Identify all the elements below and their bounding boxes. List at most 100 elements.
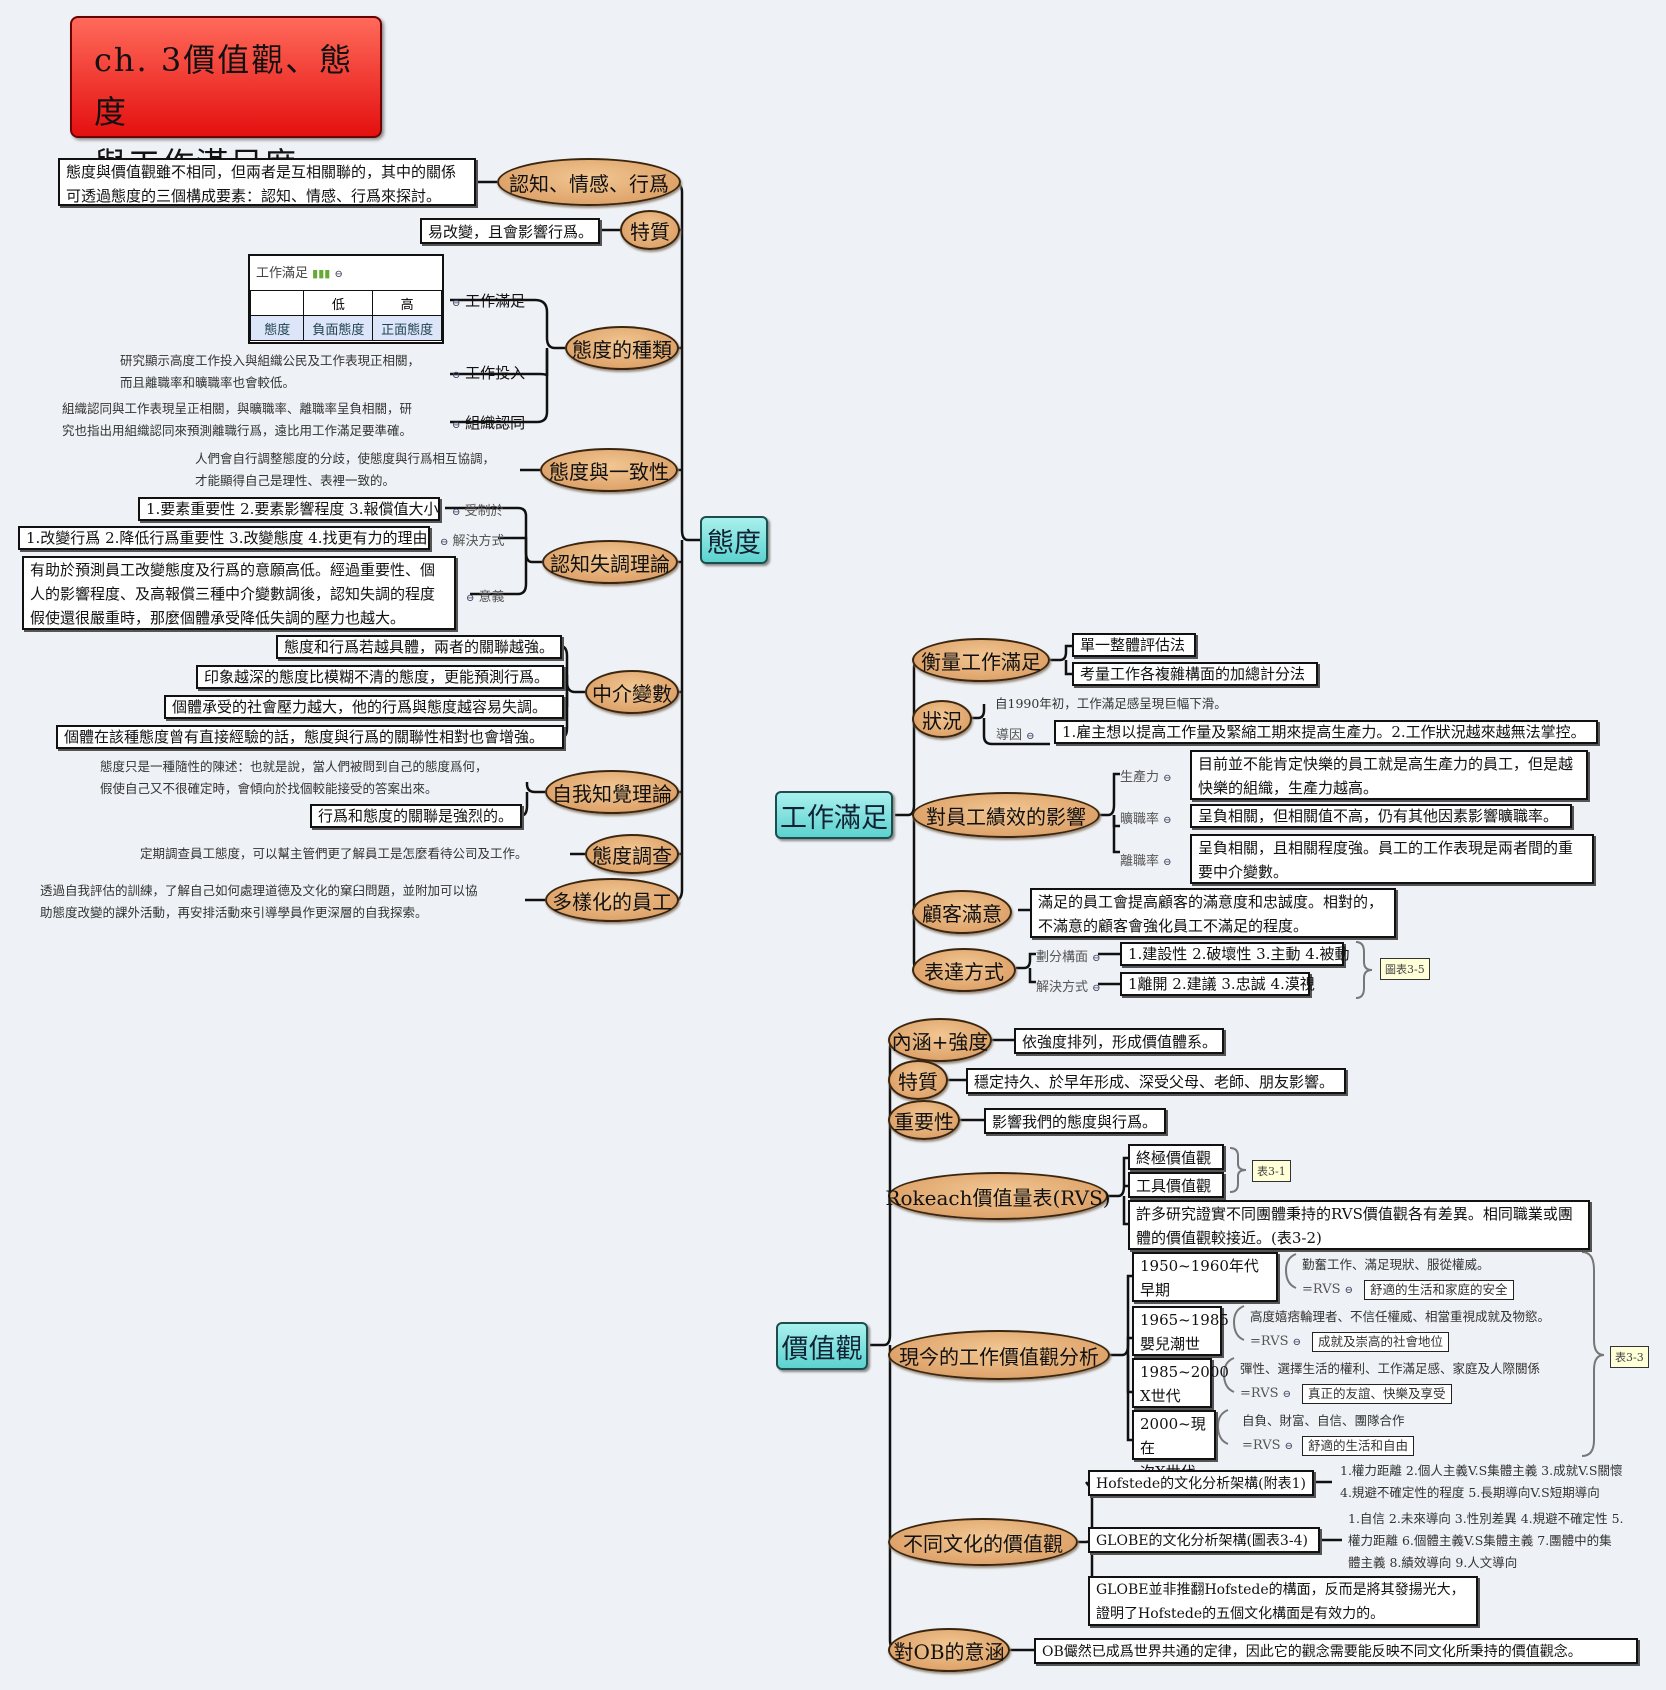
collapse-icon[interactable]: ⊖ [466, 593, 475, 604]
mediator-2: 印象越深的態度比模糊不清的態度，更能預測行爲。 [196, 665, 564, 689]
label-meaning-text: 意義 [478, 590, 505, 605]
label-job-involvement[interactable]: ⊖ 工作投入 [452, 362, 525, 383]
absence-text: 呈負相關，但相關值不高，仍有其他因素影響曠職率。 [1190, 804, 1572, 828]
label-meaning[interactable]: ⊖ 意義 [466, 586, 505, 605]
g2-rvs: 成就及崇高的社會地位 [1312, 1332, 1450, 1352]
productivity-line2: 快樂的組織，生產力越高。 [1198, 779, 1379, 797]
label-cause[interactable]: 導因 ⊖ [996, 724, 1035, 743]
node-status[interactable]: 狀況 [912, 700, 972, 738]
table-col-high: 高 [372, 290, 442, 316]
node-attitude-types[interactable]: 態度的種類 [565, 326, 679, 370]
collapse-icon[interactable]: ⊖ [1282, 1389, 1292, 1400]
tag-table-3-1[interactable]: 表3-1 [1252, 1160, 1291, 1182]
collapse-icon[interactable]: ⊖ [1163, 815, 1172, 826]
label-controlled[interactable]: ⊖ 受制於 [452, 500, 504, 519]
diversity-note-line2: 助態度改變的課外活動，再安排活動來引導學員作更深層的自我探索。 [40, 905, 428, 920]
cognition-text-line2: 可透過態度的三個構成要素：認知、情感、行爲來探討。 [66, 187, 442, 205]
collapse-icon[interactable]: ⊖ [440, 537, 449, 548]
table-row-label: 態度 [249, 315, 305, 341]
node-attitude-trait[interactable]: 特質 [620, 210, 680, 250]
involvement-note-line1: 研究顯示高度工作投入與組織公民及工作表現正相關， [120, 353, 421, 368]
g1-line1: 1950~1960年代早期 [1140, 1257, 1259, 1299]
collapse-icon[interactable]: ⊖ [452, 370, 461, 381]
globe-note-line2: 權力距離 6.個體主義V.S集體主義 7.團體中的集 [1348, 1533, 1612, 1548]
commitment-note-line2: 究也指出用組織認同來預測離職行爲，遠比用工作滿足要準確。 [62, 423, 413, 438]
node-intensity[interactable]: 內涵+強度 [888, 1018, 992, 1062]
consistency-note: 人們會自行調整態度的分歧，使態度與行爲相互協調， 才能顯得自己是理性、表裡一致的… [195, 448, 495, 492]
node-consistency[interactable]: 態度與一致性 [540, 448, 678, 492]
label-productivity[interactable]: 生產力 ⊖ [1120, 766, 1172, 785]
collapse-icon[interactable]: ⊖ [1344, 1285, 1354, 1296]
g1-rvs-label[interactable]: =RVS ⊖ [1302, 1282, 1353, 1297]
collapse-icon[interactable]: ⊖ [1292, 1337, 1302, 1348]
node-values-trait[interactable]: 特質 [888, 1060, 948, 1100]
g3-note: 彈性、選擇生活的權利、工作滿足感、家庭及人際關係 [1240, 1361, 1541, 1376]
g4-note: 自負、財富、自信、團隊合作 [1242, 1413, 1405, 1428]
productivity-line1: 目前並不能肯定快樂的員工就是高生產力的員工，但是越 [1198, 755, 1574, 773]
globe-framework: GLOBE的文化分析架構(圖表3-4) [1088, 1527, 1320, 1553]
label-turnover[interactable]: 離職率 ⊖ [1120, 850, 1172, 869]
label-dimension[interactable]: 劃分構面 ⊖ [1036, 946, 1101, 965]
node-dissonance[interactable]: 認知失調理論 [542, 540, 678, 584]
root-attitude[interactable]: 態度 [700, 516, 768, 564]
node-cognition[interactable]: 認知、情感、行爲 [497, 158, 681, 206]
root-job-satisfaction[interactable]: 工作滿足 [775, 791, 893, 839]
node-rokeach[interactable]: Rokeach價值量表(RVS) [885, 1172, 1111, 1220]
label-absence[interactable]: 曠職率 ⊖ [1120, 808, 1172, 827]
g2-rvs-text: =RVS [1250, 1334, 1289, 1349]
globe-text-line2: 證明了Hofstede的五個文化構面是有效力的。 [1096, 1606, 1385, 1622]
g2-rvs-label[interactable]: =RVS ⊖ [1250, 1334, 1301, 1349]
involvement-note-line2: 而且離職率和曠職率也會較低。 [120, 375, 296, 390]
collapse-icon[interactable]: ⊖ [452, 507, 461, 518]
collapse-icon[interactable]: ⊖ [334, 269, 343, 280]
globe-note-line1: 1.自信 2.未來導向 3.性別差異 4.規避不確定性 5. [1348, 1511, 1624, 1526]
node-culture[interactable]: 不同文化的價值觀 [888, 1518, 1078, 1566]
label-resolve-text: 解決方式 [1036, 980, 1089, 995]
table-row: 低高 [249, 290, 442, 316]
collapse-icon[interactable]: ⊖ [1026, 731, 1035, 742]
generation-boomers: 1965~1985 嬰兒潮世代 [1132, 1306, 1229, 1377]
collapse-icon[interactable]: ⊖ [1092, 983, 1101, 994]
tag-table-3-3[interactable]: 表3-3 [1610, 1346, 1649, 1368]
mediator-3: 個體承受的社會壓力越大，他的行爲與態度越容易失調。 [164, 695, 564, 719]
label-org-commitment[interactable]: ⊖ 組織認同 [452, 412, 525, 433]
collapse-icon[interactable]: ⊖ [1163, 773, 1172, 784]
table-row: 態度負面態度正面態度 [249, 315, 442, 341]
collapse-icon[interactable]: ⊖ [452, 298, 461, 309]
label-resolve[interactable]: 解決方式 ⊖ [1036, 976, 1101, 995]
collapse-icon[interactable]: ⊖ [452, 420, 461, 431]
label-solution[interactable]: ⊖ 解決方式 [440, 530, 505, 549]
terminal-values: 終極價值觀 [1128, 1144, 1224, 1170]
collapse-icon[interactable]: ⊖ [1163, 857, 1172, 868]
node-survey[interactable]: 態度調查 [585, 834, 679, 874]
node-importance[interactable]: 重要性 [888, 1100, 960, 1140]
node-performance[interactable]: 對員工績效的影響 [912, 792, 1100, 838]
customer-line1: 滿足的員工會提高顧客的滿意度和忠誠度。相對的， [1038, 893, 1384, 911]
globe-note-line3: 體主義 8.績效導向 9.人文導向 [1348, 1555, 1518, 1570]
node-expression[interactable]: 表達方式 [912, 948, 1016, 992]
node-work-values[interactable]: 現今的工作價值觀分析 [888, 1330, 1110, 1380]
node-self-perception[interactable]: 自我知覺理論 [545, 770, 679, 814]
g3-rvs-label[interactable]: =RVS ⊖ [1240, 1386, 1291, 1401]
g4-rvs-label[interactable]: =RVS ⊖ [1242, 1438, 1293, 1453]
satisfaction-table-header: 工作滿足 ▮▮▮ ⊖ [250, 256, 442, 290]
globe-text: GLOBE並非推翻Hofstede的構面，反而是將其發揚光大， 證明了Hofst… [1088, 1576, 1478, 1626]
tag-figure-3-5[interactable]: 圖表3-5 [1380, 958, 1430, 980]
node-customer[interactable]: 顧客滿意 [912, 890, 1012, 934]
root-values[interactable]: 價值觀 [776, 1322, 868, 1370]
g1-rvs-text: =RVS [1302, 1282, 1341, 1297]
g3-line2: X世代 [1140, 1387, 1181, 1405]
hofstede-framework: Hofstede的文化分析架構(附表1) [1088, 1470, 1314, 1496]
meaning-line3: 假使還很嚴重時，那麼個體承受降低失調的壓力也越大。 [30, 609, 406, 627]
node-mediators[interactable]: 中介變數 [585, 670, 679, 714]
generation-x: 1985~2000 X世代 [1132, 1358, 1229, 1408]
node-measure[interactable]: 衡量工作滿足 [912, 638, 1050, 682]
collapse-icon[interactable]: ⊖ [1284, 1441, 1294, 1452]
label-cause-text: 導因 [996, 728, 1023, 743]
node-ob-implications[interactable]: 對OB的意涵 [888, 1628, 1010, 1672]
rokeach-text: 許多研究證實不同團體秉持的RVS價值觀各有差異。相同職業或團 體的價值觀較接近。… [1128, 1200, 1590, 1250]
node-diversity[interactable]: 多樣化的員工 [545, 878, 679, 922]
label-job-satisfaction[interactable]: ⊖ 工作滿足 [452, 290, 525, 311]
collapse-icon[interactable]: ⊖ [1092, 953, 1101, 964]
g3-rvs-text: =RVS [1240, 1386, 1279, 1401]
